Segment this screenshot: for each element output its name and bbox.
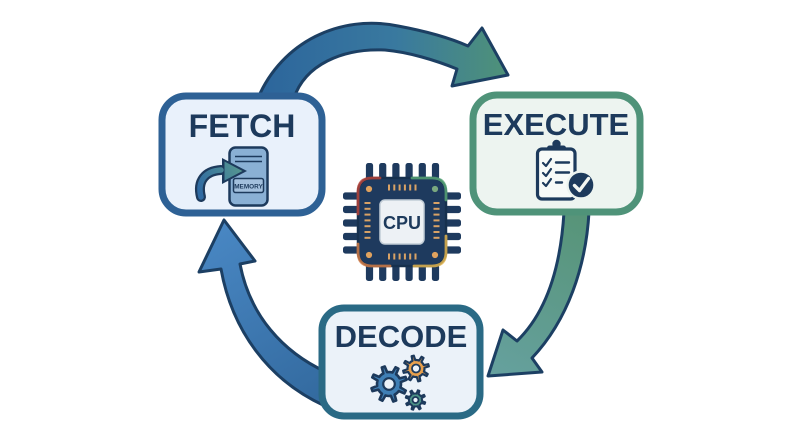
- cpu-corner-dot: [431, 185, 439, 193]
- cpu-pin: [379, 163, 387, 180]
- cpu-pad: [433, 202, 440, 204]
- cpu-pin: [418, 163, 426, 180]
- cpu-accent-bottom-right: [412, 234, 448, 268]
- cpu-pin: [392, 264, 400, 281]
- cpu-corner-dot: [431, 251, 439, 259]
- cpu-pad: [364, 213, 371, 216]
- cpu-pad: [433, 236, 440, 239]
- cpu-pin: [392, 163, 400, 180]
- cpu-pad: [388, 184, 390, 191]
- cpu-pad: [364, 202, 371, 204]
- cpu-pin: [418, 264, 426, 281]
- execute-label: EXECUTE: [483, 107, 629, 142]
- cpu-pad: [364, 231, 371, 233]
- cpu-pad: [364, 219, 371, 222]
- cpu-pin: [343, 246, 360, 254]
- cpu-die: [379, 199, 425, 245]
- gear-orange-hole: [411, 363, 421, 374]
- cpu-pad: [393, 184, 396, 191]
- checklist-icon: [535, 139, 596, 201]
- cpu-chip-icon: CPU: [343, 163, 461, 281]
- cpu-solder-pads: [364, 184, 440, 260]
- cpu-pad: [388, 253, 390, 260]
- cpu-pad: [433, 213, 440, 216]
- cpu-pin: [444, 246, 461, 254]
- cpu-pad: [364, 225, 371, 228]
- fetch-label: FETCH: [189, 108, 296, 144]
- arrow-execute-to-decode: [486, 210, 591, 378]
- cpu-pin: [431, 163, 440, 180]
- cpu-pin: [365, 163, 374, 180]
- cpu-pin: [343, 232, 360, 241]
- cpu-label: CPU: [383, 213, 421, 233]
- cpu-pin: [343, 219, 360, 227]
- cpu-pin: [379, 264, 387, 281]
- cpu-pins: [343, 163, 461, 281]
- cpu-pad: [409, 253, 412, 260]
- cpu-pin: [444, 192, 461, 200]
- memory-label: MEMORY: [234, 184, 263, 191]
- cpu-pin: [431, 264, 440, 281]
- memory-chip-icon: MEMORY: [228, 146, 269, 207]
- cpu-pad: [398, 253, 401, 260]
- cpu-pad: [414, 253, 417, 260]
- cpu-accent-bottom-left: [356, 242, 392, 268]
- cpu-pad: [433, 219, 440, 222]
- cpu-pin: [405, 163, 413, 180]
- cpu-pin: [444, 205, 461, 214]
- cpu-pad: [364, 236, 371, 239]
- cpu-pad: [403, 253, 406, 260]
- cpu-pad: [409, 184, 412, 191]
- cpu-pad: [403, 184, 406, 191]
- decode-label: DECODE: [335, 319, 468, 354]
- cpu-pad: [433, 207, 440, 210]
- cpu-pad: [398, 184, 401, 191]
- cpu-corner-dot: [365, 251, 373, 259]
- cpu-pad: [393, 253, 396, 260]
- gears-icon: [370, 354, 430, 411]
- cpu-pin: [343, 205, 360, 214]
- check-badge-icon: [566, 170, 596, 200]
- cpu-pin: [444, 219, 461, 227]
- execute-box: EXECUTE: [469, 91, 644, 216]
- cpu-pad: [433, 231, 440, 233]
- cpu-accent-top-left: [356, 176, 382, 216]
- cpu-pin: [405, 264, 413, 281]
- arrow-fetch-to-execute: [256, 21, 510, 100]
- decode-box-bg: [318, 304, 484, 420]
- cpu-accent-top-right: [410, 176, 448, 202]
- cpu-pin: [444, 232, 461, 241]
- arrow-decode-to-fetch: [197, 218, 328, 408]
- fetch-box: FETCH MEMORY: [158, 92, 326, 217]
- cpu-pad: [414, 184, 417, 191]
- cpu-pad: [433, 225, 440, 228]
- gear-blue-hole: [382, 377, 396, 391]
- cpu-pin: [343, 192, 360, 200]
- cpu-pad: [364, 207, 371, 210]
- cpu-corner-dot: [365, 185, 373, 193]
- decode-box: DECODE: [318, 304, 484, 420]
- memory-arrow-icon: [195, 158, 247, 202]
- cpu-pin: [365, 264, 374, 281]
- gear-teal-hole: [411, 396, 420, 404]
